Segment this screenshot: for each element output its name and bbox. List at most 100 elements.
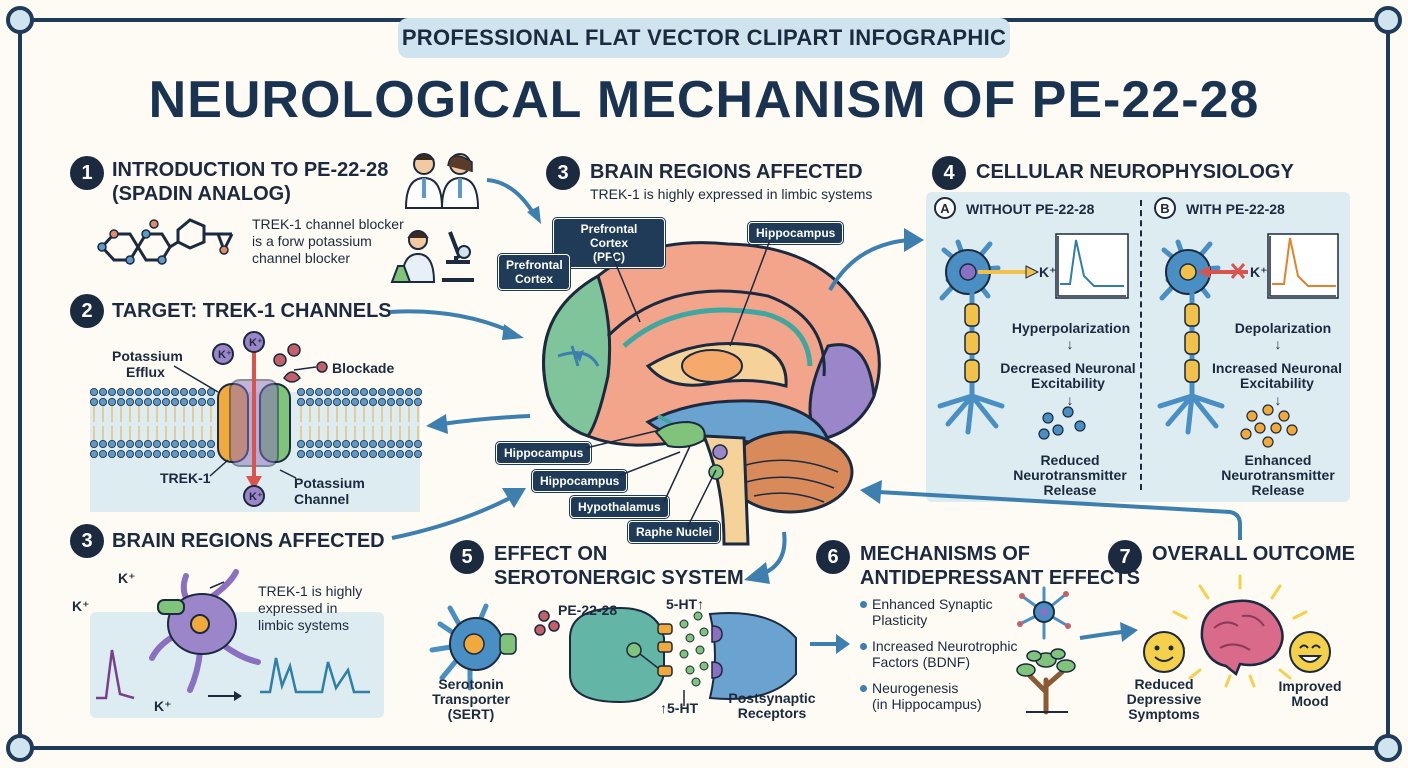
lipid-head bbox=[162, 398, 171, 407]
lipid-head bbox=[90, 450, 98, 459]
section-3b-title: BRAIN REGIONS AFFECTED bbox=[112, 530, 385, 552]
lipid-head bbox=[386, 450, 395, 459]
section-1-number: 1 bbox=[70, 156, 104, 190]
lipid-head bbox=[359, 398, 368, 407]
panel-b-letter: B bbox=[1154, 197, 1176, 219]
lipid-head bbox=[350, 388, 359, 397]
neuron-traces-diagram bbox=[96, 569, 370, 701]
lipid-head bbox=[386, 440, 395, 449]
arrow-section1-to-brain bbox=[486, 178, 541, 224]
lipid-head bbox=[395, 388, 404, 397]
section-1-text-line2: is a forw potassium bbox=[252, 233, 372, 249]
panel-b-step2-line2: Excitability bbox=[1240, 375, 1314, 391]
lipid-head bbox=[126, 398, 135, 407]
section-1-title-line2: (SPADIN ANALOG) bbox=[112, 183, 291, 205]
panel-a-step2-line1: Decreased Neuronal bbox=[1000, 360, 1136, 376]
scientist-microscope-icon bbox=[390, 230, 474, 283]
lipid-head bbox=[153, 450, 162, 459]
section-3-text: TREK-1 is highly expressed in limbic sys… bbox=[590, 186, 873, 202]
lipid-head bbox=[135, 388, 144, 397]
lipid-head bbox=[368, 398, 377, 407]
lipid-head bbox=[180, 440, 189, 449]
postsynaptic-label-line2: Receptors bbox=[737, 705, 807, 721]
section-3b-ion-3: K⁺ bbox=[154, 698, 172, 714]
subtitle-banner: PROFESSIONAL FLAT VECTOR CLIPART INFOGRA… bbox=[398, 18, 1010, 58]
lipid-head bbox=[116, 440, 125, 449]
brain-label-pfc-line1: Prefrontal Cortex bbox=[580, 222, 638, 250]
lipid-head bbox=[341, 388, 350, 397]
panel-b-step3-line2: Neurotransmitter bbox=[1221, 467, 1335, 483]
section-6-bullet-1 bbox=[860, 601, 867, 608]
lipid-head bbox=[189, 398, 198, 407]
section-7-number: 7 bbox=[1108, 540, 1142, 574]
potassium-ion-label-2: K⁺ bbox=[249, 337, 263, 349]
lipid-head bbox=[395, 440, 404, 449]
lipid-head bbox=[323, 440, 332, 449]
lipid-head bbox=[413, 388, 422, 397]
trek1-label: TREK-1 bbox=[160, 470, 211, 486]
section-6-item1-line1: Enhanced Synaptic bbox=[872, 596, 993, 612]
lipid-head bbox=[377, 398, 386, 407]
lipid-head bbox=[198, 388, 207, 397]
potassium-ion-label-1: K⁺ bbox=[218, 349, 232, 361]
lipid-head bbox=[404, 450, 413, 459]
lipid-head bbox=[90, 440, 98, 449]
reduced-symptoms-line3: Symptoms bbox=[1128, 706, 1200, 722]
lipid-head bbox=[395, 398, 404, 407]
potassium-channel-label-1: Potassium bbox=[294, 475, 365, 491]
lipid-head bbox=[116, 388, 125, 397]
lipid-head bbox=[107, 388, 116, 397]
brain-label-prefrontal-line2: Cortex bbox=[514, 272, 553, 286]
sert-label-line2: Transporter bbox=[432, 691, 510, 707]
section-3b-number: 3 bbox=[70, 524, 104, 558]
arrow-brain-to-section2 bbox=[426, 414, 531, 434]
lipid-head bbox=[90, 388, 98, 397]
lipid-head bbox=[207, 450, 216, 459]
arrow-outcome-to-brain bbox=[860, 480, 1242, 540]
lipid-head bbox=[198, 398, 207, 407]
lipid-head bbox=[126, 388, 135, 397]
reduced-symptoms-line1: Reduced bbox=[1134, 676, 1194, 692]
lipid-head bbox=[314, 398, 323, 407]
section-6-item2-line2: Factors (BDNF) bbox=[872, 654, 970, 670]
potassium-efflux-label-1: Potassium bbox=[112, 348, 183, 364]
panel-b-step3-line3: Release bbox=[1251, 482, 1305, 498]
brain-label-hippocampus-1: Hippocampus bbox=[496, 442, 592, 464]
panel-b-ion: K⁺ bbox=[1250, 264, 1268, 280]
lipid-head bbox=[98, 450, 107, 459]
lipid-head bbox=[207, 398, 216, 407]
lipid-head bbox=[314, 450, 323, 459]
lipid-head bbox=[332, 388, 341, 397]
section-6-title-line1: MECHANISMS OF bbox=[860, 543, 1030, 565]
lipid-head bbox=[180, 450, 189, 459]
lipid-head bbox=[341, 450, 350, 459]
section-5-title-line1: EFFECT ON bbox=[494, 543, 608, 565]
panel-a-step2-line2: Excitability bbox=[1031, 375, 1105, 391]
lipid-head bbox=[296, 450, 305, 459]
section-1-text-line3: channel blocker bbox=[252, 250, 351, 266]
lipid-head bbox=[189, 450, 198, 459]
arrow-section2-to-brain bbox=[389, 309, 524, 340]
brain-label-hypothalamus: Hypothalamus bbox=[570, 496, 669, 518]
neuron-network-icon bbox=[1017, 586, 1071, 640]
lipid-head bbox=[144, 440, 153, 449]
lipid-head bbox=[126, 450, 135, 459]
lipid-head bbox=[377, 450, 386, 459]
lipid-head bbox=[189, 388, 198, 397]
happy-brain-outcome-icon bbox=[1143, 574, 1331, 688]
lipid-head bbox=[107, 398, 116, 407]
brain-label-prefrontal-line1: Prefrontal bbox=[506, 258, 563, 272]
section-3b-text-line1: TREK-1 is highly bbox=[258, 583, 363, 599]
postsynaptic-label-line1: Postsynaptic bbox=[728, 690, 816, 706]
serotonin-top-label: 5-HT↑ bbox=[666, 596, 705, 612]
lipid-head bbox=[413, 450, 422, 459]
blockade-label: Blockade bbox=[332, 360, 395, 376]
lipid-head bbox=[116, 450, 125, 459]
synapse-diagram bbox=[429, 603, 797, 706]
lipid-head bbox=[296, 398, 305, 407]
sert-label-line1: Serotonin bbox=[438, 676, 504, 692]
lipid-head bbox=[305, 440, 314, 449]
panel-a-letter: A bbox=[934, 197, 956, 219]
lipid-head bbox=[413, 398, 422, 407]
